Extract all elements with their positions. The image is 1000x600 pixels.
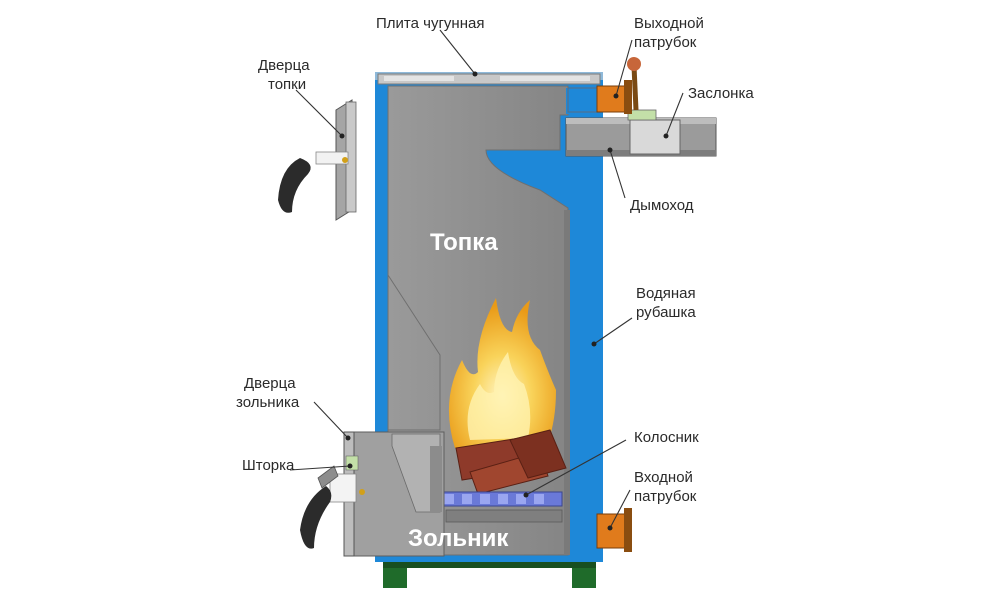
flame bbox=[448, 298, 556, 448]
outlet-pipe bbox=[596, 57, 641, 114]
firewood bbox=[455, 429, 567, 495]
label-damper: Заслонка bbox=[688, 85, 754, 102]
chimney-pipe bbox=[565, 109, 717, 157]
furnace-title: Топка bbox=[430, 229, 498, 256]
cast-iron-plate bbox=[377, 73, 601, 85]
leader-lines bbox=[289, 29, 684, 531]
label-firebox-door-line2: топки bbox=[268, 76, 306, 93]
label-cast-iron-plate: Плита чугунная bbox=[376, 15, 484, 32]
label-chimney: Дымоход bbox=[630, 197, 694, 214]
firebox-door-handle bbox=[278, 158, 311, 213]
label-inlet-pipe-line1: Входной bbox=[634, 469, 693, 486]
label-water-jacket-line2: рубашка bbox=[636, 304, 696, 321]
label-water-jacket-line1: Водяная bbox=[636, 285, 696, 302]
label-outlet-pipe-line1: Выходной bbox=[634, 15, 704, 32]
damper bbox=[627, 109, 681, 155]
label-outlet-pipe-line2: патрубок bbox=[634, 34, 697, 51]
label-firebox-door-line1: Дверца bbox=[258, 57, 310, 74]
label-grate: Колосник bbox=[634, 429, 699, 446]
ashpit-box bbox=[349, 431, 445, 557]
boiler-legs bbox=[383, 560, 596, 588]
label-ashpit-door-line2: зольника bbox=[236, 394, 300, 411]
inlet-pipe bbox=[596, 508, 632, 552]
label-shutter: Шторка bbox=[242, 457, 295, 474]
ashpit-door-handle bbox=[300, 486, 332, 549]
ashpit-title: Зольник bbox=[408, 525, 509, 552]
label-inlet-pipe-line2: патрубок bbox=[634, 488, 697, 505]
firebox-door bbox=[278, 99, 357, 221]
shutter bbox=[317, 465, 339, 489]
label-ashpit-door-line1: Дверца bbox=[244, 375, 296, 392]
grate bbox=[437, 491, 563, 523]
